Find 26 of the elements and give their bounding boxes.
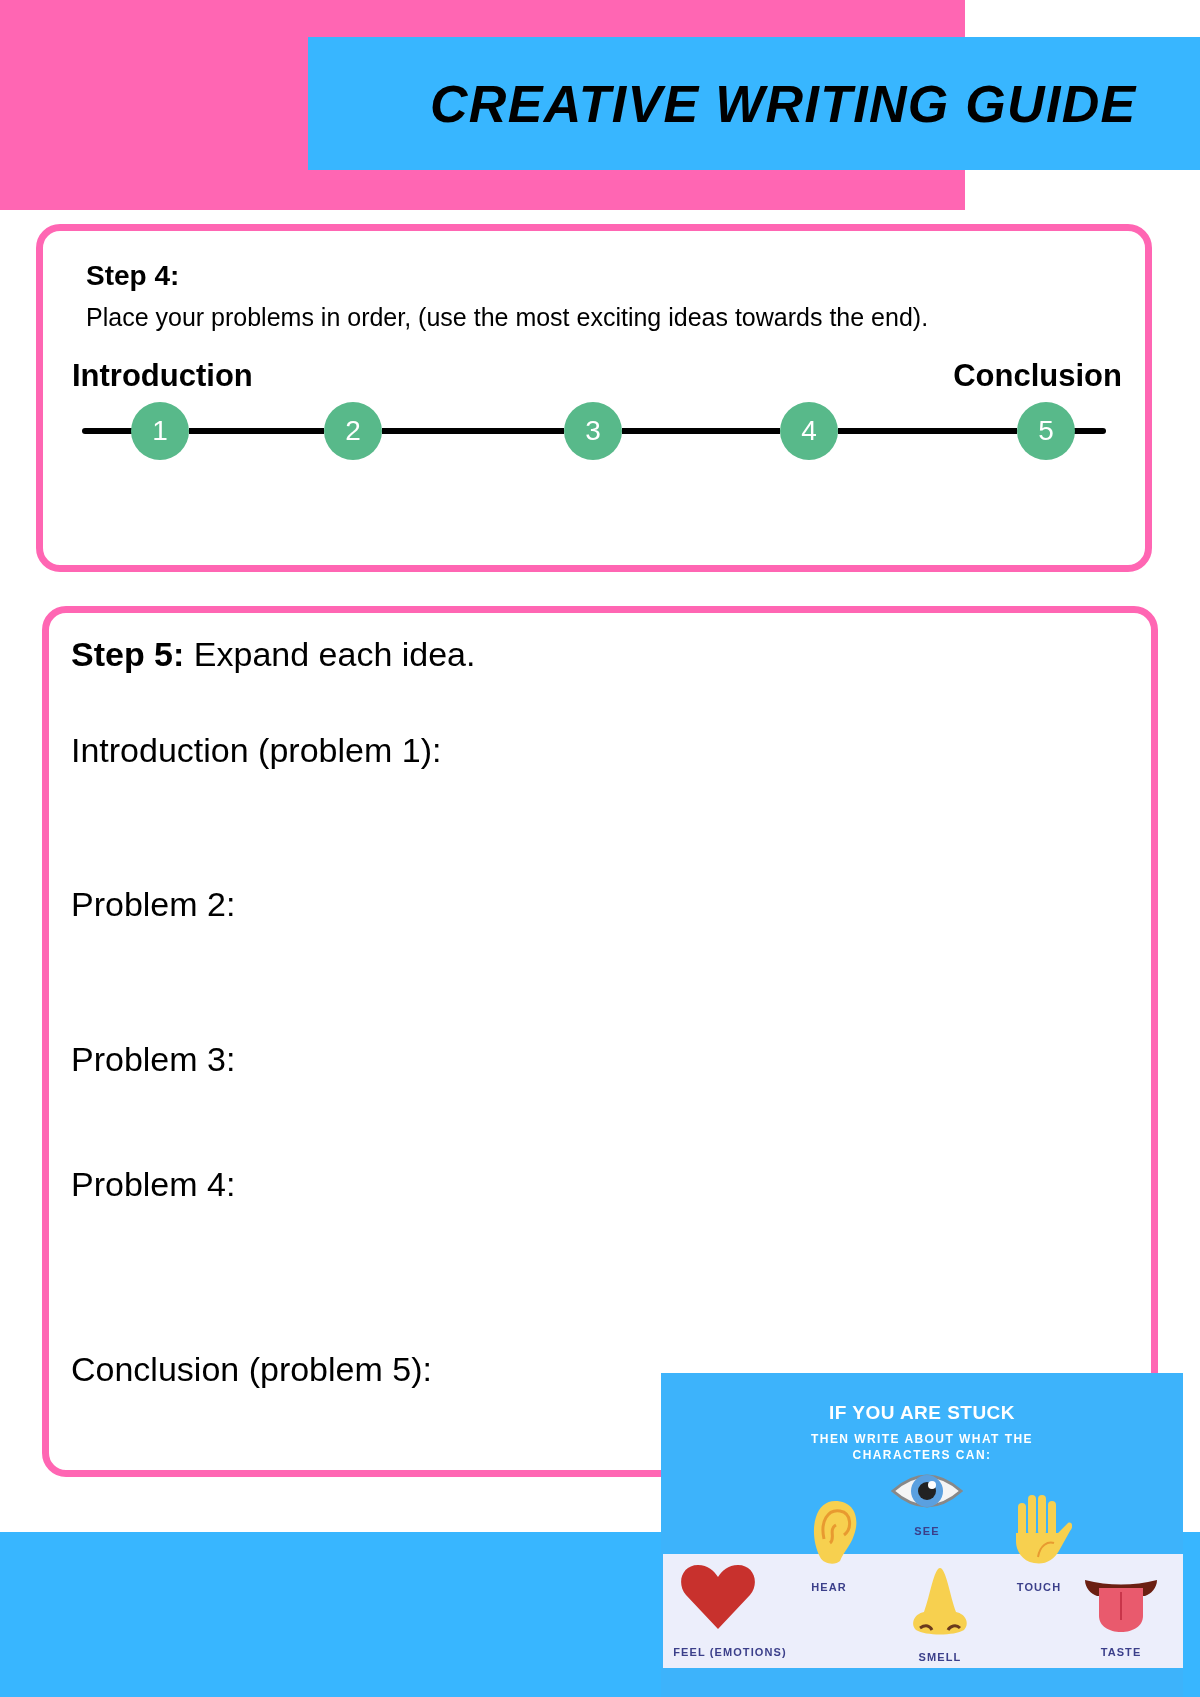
tips-heading: IF YOU ARE STUCK (828, 1401, 1016, 1425)
timeline-line (382, 428, 564, 434)
title: CREATIVE WRITING GUIDE (430, 78, 1137, 130)
prompt-text: Problem 3: (71, 1039, 236, 1080)
step-panel (42, 606, 1158, 1477)
timeline-end-label: Introduction (72, 357, 253, 395)
sense-label: HEAR (811, 1580, 847, 1595)
tips-panel (661, 1373, 1183, 1697)
step-heading: Step 5: Expand each idea. (71, 634, 476, 675)
step-panel (36, 224, 1152, 572)
step-heading: Step 4: (86, 259, 180, 293)
tips-subheading: THEN WRITE ABOUT WHAT THE CHARACTERS CAN: (810, 1431, 1034, 1463)
sense-label: FEEL (EMOTIONS) (673, 1645, 787, 1660)
prompt-text: Problem 2: (71, 884, 236, 925)
timeline-line (838, 428, 1017, 434)
timeline-line (189, 428, 324, 434)
sense-label: TOUCH (1016, 1580, 1062, 1595)
sense-label: SEE (914, 1524, 940, 1539)
prompt-text: Introduction (problem 1): (71, 730, 442, 771)
sense-label: TASTE (1100, 1645, 1142, 1660)
timeline-line (622, 428, 780, 434)
prompt-text: Problem 4: (71, 1164, 236, 1205)
instruction-text: Place your problems in order, (use the most exciting ideas towards the end). (86, 302, 929, 333)
prompt-text: Conclusion (problem 5): (71, 1349, 432, 1390)
sense-label: SMELL (918, 1650, 962, 1665)
timeline-end-label: Conclusion (953, 357, 1122, 395)
